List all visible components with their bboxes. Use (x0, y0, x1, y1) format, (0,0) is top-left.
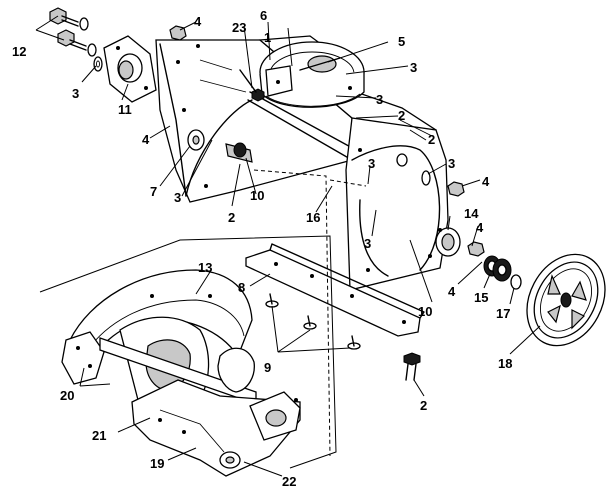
callout-20: 20 (60, 388, 74, 403)
washer-3-left (93, 56, 103, 72)
callout-4-e: 4 (448, 284, 456, 299)
bolt-12-upper (49, 7, 89, 31)
nut-4-right-a (447, 181, 465, 197)
nut-4-right-b (467, 241, 485, 257)
callout-14: 14 (464, 206, 479, 221)
callout-23: 23 (232, 20, 246, 35)
callout-2-b: 2 (428, 132, 435, 147)
callout-4-b: 4 (142, 132, 150, 147)
callout-3-a: 3 (72, 86, 79, 101)
callout-11: 11 (118, 102, 132, 117)
callout-22: 22 (282, 474, 296, 489)
callout-2-c: 2 (228, 210, 235, 225)
callout-21: 21 (92, 428, 106, 443)
carriage-bolts-9 (265, 293, 361, 350)
auger-assembly (39, 235, 337, 477)
leader-lines (35, 15, 541, 477)
callout-15: 15 (474, 290, 488, 305)
bolt-2-bottom (403, 352, 421, 381)
center-reference-lines (253, 169, 367, 457)
bolt-23 (239, 69, 265, 102)
callout-13: 13 (198, 260, 212, 275)
callout-9: 9 (264, 360, 271, 375)
bolt-12-lower (57, 29, 97, 57)
callout-6: 6 (260, 8, 267, 23)
callout-4-d: 4 (476, 220, 484, 235)
callout-4-a: 4 (194, 14, 202, 29)
callout-3-e: 3 (448, 156, 455, 171)
pulley-18 (526, 253, 606, 347)
scraper-bar-8 (245, 243, 425, 337)
callout-7: 7 (150, 184, 157, 199)
callout-17: 17 (496, 306, 510, 321)
bearing-7 (187, 129, 205, 151)
callout-3-g: 3 (364, 236, 371, 251)
callout-8: 8 (238, 280, 245, 295)
chute-bracket (265, 65, 293, 97)
callout-3-d: 3 (368, 156, 375, 171)
callout-3-f: 3 (174, 190, 181, 205)
callout-5: 5 (398, 34, 405, 49)
callout-4-c: 4 (482, 174, 490, 189)
callout-18: 18 (498, 356, 512, 371)
callout-16: 16 (306, 210, 320, 225)
callout-labels: 1 2 2 2 2 3 3 3 3 3 3 3 4 4 4 4 4 5 6 7 … (12, 8, 512, 489)
callout-10-a: 10 (250, 188, 264, 203)
callout-3-b: 3 (410, 60, 417, 75)
spacer-17 (510, 274, 522, 290)
bearing-14 (435, 227, 461, 257)
callout-12: 12 (12, 44, 26, 59)
callout-10-b: 10 (418, 304, 432, 319)
washer-3-right (396, 153, 431, 186)
bearing-flange-11 (103, 35, 157, 103)
callout-3-c: 3 (376, 92, 383, 107)
gear-collar-4 (492, 258, 512, 282)
callout-2-a: 2 (398, 108, 405, 123)
callout-19: 19 (150, 456, 164, 471)
shaft-end-10-left (225, 142, 253, 163)
callout-1: 1 (264, 30, 271, 45)
callout-2-d: 2 (420, 398, 427, 413)
